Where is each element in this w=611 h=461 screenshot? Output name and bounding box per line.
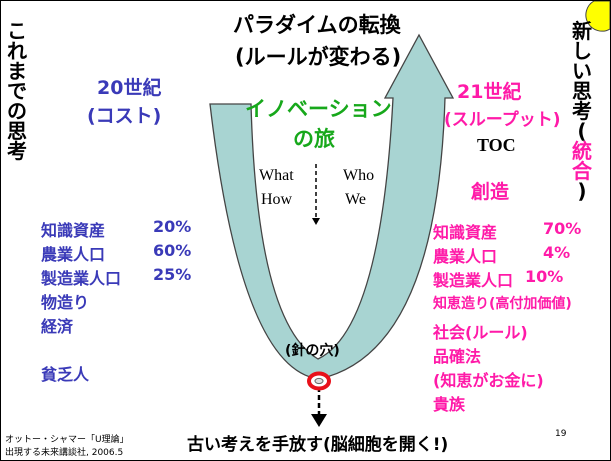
citation-line-2: 出現する未来講談社, 2006.5 xyxy=(5,448,124,458)
corner-circle-decoration xyxy=(585,1,610,32)
citation-line-1: オットー・シャマー「U理論」 xyxy=(5,435,129,445)
right-list-item: 知恵造り(高付加価値) xyxy=(433,296,572,312)
left-era-label: 20世紀 xyxy=(97,77,162,99)
downward-arrow-head xyxy=(311,414,327,427)
right-list-item: 品確法 xyxy=(433,347,482,366)
what-label: What xyxy=(259,167,294,184)
right-list-item: 社会(ルール) xyxy=(433,323,528,342)
left-list-item: 経済 xyxy=(41,317,74,336)
right-era-label: 21世紀 xyxy=(457,81,522,103)
who-label: Who xyxy=(343,167,375,184)
title-line-2: (ルールが変わる) xyxy=(235,45,402,69)
innovation-label-line-2: の旅 xyxy=(293,127,335,151)
right-list-item: 製造業人口 10% xyxy=(433,267,564,290)
left-vertical-heading: こ れ ま で の 思 考 xyxy=(7,19,27,163)
left-poor-label: 貧乏人 xyxy=(41,365,90,384)
right-era-sublabel: (スループット) xyxy=(444,110,561,130)
title-line-1: パラダイムの転換 xyxy=(233,13,401,37)
left-list-item: 知識資産 20% xyxy=(41,217,192,240)
left-list-item: 製造業人口 25% xyxy=(41,265,192,288)
toc-label: TOC xyxy=(477,135,516,155)
how-label: How xyxy=(261,191,293,208)
we-label: We xyxy=(345,191,366,208)
innovation-label-line-1: イノベーション xyxy=(245,97,392,121)
left-list-item: 物造り xyxy=(41,293,90,312)
right-list-item: 農業人口 4% xyxy=(433,243,571,266)
right-list-item: 知識資産 70% xyxy=(433,219,582,242)
u-shape xyxy=(209,33,455,380)
page-number: 19 xyxy=(555,429,567,439)
right-vertical-heading: 新 し い 思 考 ( 統 合 ) xyxy=(572,19,592,203)
needle-eye-label: (針の穴) xyxy=(285,343,340,359)
left-list-item: 農業人口 60% xyxy=(41,241,192,264)
left-era-sublabel: (コスト) xyxy=(87,105,162,127)
needle-eye-hole xyxy=(314,377,324,385)
footer-main-text: 古い考えを手放す(脳細胞を開く!) xyxy=(187,435,449,455)
right-list-item: (知恵がお金に) xyxy=(433,371,544,390)
right-list-item: 貴族 xyxy=(433,395,466,414)
creation-label: 創造 xyxy=(471,181,510,203)
center-divider-arrow xyxy=(312,218,320,225)
